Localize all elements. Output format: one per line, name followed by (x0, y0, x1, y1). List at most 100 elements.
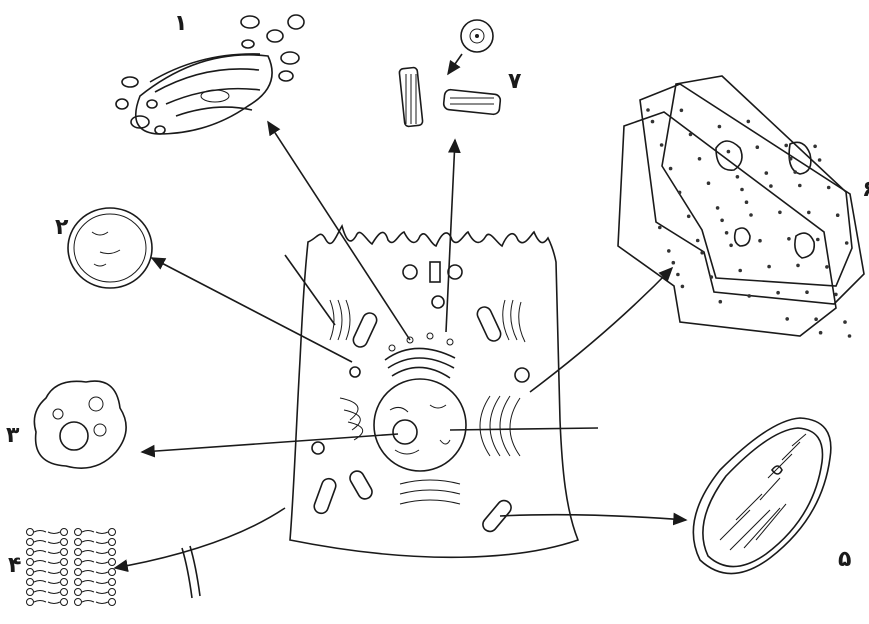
lipid-tail (82, 541, 108, 544)
mitochondrion (693, 418, 831, 574)
lipid-head (61, 539, 68, 546)
ribosome-dot (767, 265, 771, 269)
lipid-head (61, 569, 68, 576)
ribosome-dot (787, 237, 791, 241)
lipid-tail (34, 551, 60, 554)
ribosome-dot (736, 175, 740, 179)
lipid-head (61, 599, 68, 606)
ribosome-dot (785, 317, 789, 321)
pointer-lines (115, 122, 686, 568)
ribosome-dot (687, 215, 691, 219)
lysosome (68, 208, 152, 288)
lipid-head (75, 599, 82, 606)
lipid-head (75, 569, 82, 576)
cell-golgi (385, 333, 455, 378)
lipid-head (75, 549, 82, 556)
lipid-head (109, 599, 116, 606)
ribosome-dot (758, 239, 762, 243)
ribosome-dot (727, 150, 731, 154)
ribosome-dot (660, 143, 664, 147)
lipid-tail (34, 541, 60, 544)
lipid-head (75, 589, 82, 596)
cell-lysosome (350, 367, 360, 377)
ribosome-dot (725, 231, 729, 235)
ribosome-dot (700, 251, 704, 255)
ribosome-dot (793, 170, 797, 174)
ribosome-dot (718, 125, 722, 129)
lipid-head (109, 549, 116, 556)
lipid-tail (82, 571, 108, 574)
ribosome-dot (818, 158, 822, 162)
ribosome-dot (696, 239, 700, 243)
label-golgi: ۱ (174, 11, 187, 36)
lipid-head (109, 589, 116, 596)
ribosome-dot (834, 293, 838, 297)
cell-vacuole (312, 442, 324, 454)
ribosome-dot (669, 167, 673, 171)
endoplasmic-reticulum (618, 76, 864, 338)
lipid-tail (82, 591, 108, 594)
lipid-head (61, 529, 68, 536)
ribosome-dot (776, 291, 780, 295)
label-nucleus: ۳ (6, 423, 20, 448)
lipid-head (75, 529, 82, 536)
ribosome-dot (710, 275, 714, 279)
lipid-head (27, 579, 34, 586)
lipid-tail (34, 591, 60, 594)
lipid-tail (34, 601, 60, 604)
lipid-tail (82, 561, 108, 564)
nucleus (34, 381, 126, 468)
label-centriole: ۷ (508, 69, 522, 94)
golgi-vesicles (116, 15, 304, 134)
central-cell (290, 226, 578, 557)
centrioles (399, 20, 501, 127)
ribosome-dot (827, 186, 831, 190)
lipid-head (27, 569, 34, 576)
lipid-head (27, 529, 34, 536)
ribosome-dot (756, 145, 760, 149)
ribosome-dot (836, 213, 840, 217)
label-mitochondrion: ۵ (838, 547, 851, 572)
lipid-head (109, 559, 116, 566)
ribosome-dot (707, 181, 711, 185)
ribosome-dot (646, 108, 650, 112)
lipid-tail (34, 561, 60, 564)
lipid-head (75, 579, 82, 586)
golgi-apparatus (116, 15, 304, 134)
ribosome-dot (729, 244, 733, 248)
ribosome-dot (651, 120, 655, 124)
lipid-head (109, 539, 116, 546)
ribosome-dot (765, 171, 769, 175)
lipid-tail (82, 551, 108, 554)
ribosome-dot (658, 226, 662, 230)
ribosome-dot (680, 109, 684, 113)
ribosome-dot (747, 294, 751, 298)
ribosome-dot (769, 184, 773, 188)
lipid-head (61, 559, 68, 566)
ribosome-dot (676, 273, 680, 277)
ribosome-dot (843, 320, 847, 324)
cell-er (330, 300, 525, 504)
ribosome-dot (720, 219, 724, 223)
ribosome-dot (716, 206, 720, 210)
ribosome-dot (698, 157, 702, 161)
lipid-head (109, 579, 116, 586)
ribosome-dot (778, 211, 782, 215)
cell-vesicle (448, 265, 462, 279)
ribosome-dot (848, 334, 852, 338)
ribosome-dot (825, 265, 829, 269)
ribosome-dot (805, 290, 809, 294)
ribosome-dot (745, 200, 749, 204)
lipid-tail (34, 531, 60, 534)
lipid-head (27, 549, 34, 556)
ribosome-dot (672, 261, 676, 265)
ribosome-dot (689, 133, 693, 137)
ribosome-dot (784, 144, 788, 148)
lipid-head (27, 589, 34, 596)
lipid-head (61, 589, 68, 596)
lipid-tail (82, 581, 108, 584)
lipid-tail (34, 581, 60, 584)
lipid-bilayer (27, 529, 116, 606)
ribosome-dot (819, 331, 823, 335)
